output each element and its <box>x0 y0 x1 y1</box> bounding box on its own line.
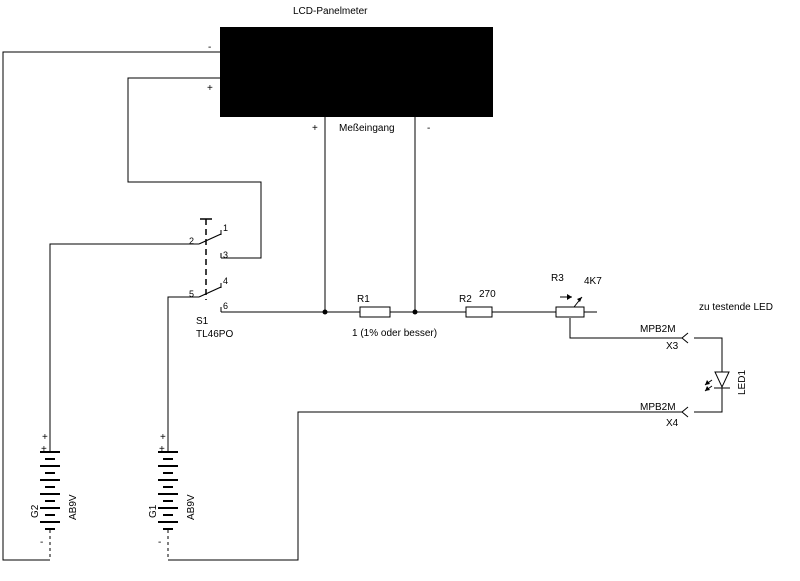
resistor-r1 <box>359 306 391 318</box>
g2-value: AB9V <box>68 494 79 520</box>
light-arrow-2-head <box>705 386 710 391</box>
r3-ref: R3 <box>551 273 564 284</box>
panel-supply-minus: - <box>208 42 211 53</box>
connector-x4-symbol <box>681 406 689 418</box>
g1-plus-inner: + <box>159 444 165 455</box>
switch-s1: 1 2 3 4 5 6 S1 TL46PO <box>189 218 233 340</box>
g1-plus-outer: + <box>160 432 166 443</box>
s1-pin-3: 3 <box>223 250 228 260</box>
s1-ref: S1 <box>196 316 209 327</box>
panel-input-minus: - <box>427 123 430 134</box>
led-triangle <box>714 371 730 389</box>
connector-x3-symbol <box>681 332 689 344</box>
x3-ref: X3 <box>666 341 679 352</box>
panel-supply-plus: + <box>207 83 213 94</box>
g2-minus: - <box>40 537 43 548</box>
g2-plus-outer: + <box>42 432 48 443</box>
resistor-r2 <box>465 306 493 318</box>
g2-ref: G2 <box>30 504 41 518</box>
g2-plus-inner: + <box>41 444 47 455</box>
junction-dot <box>412 309 418 315</box>
panel-input-plus: + <box>312 123 318 134</box>
g1-minus: - <box>158 537 161 548</box>
r1-value: 1 (1% oder besser) <box>352 328 437 339</box>
led-ref: LED1 <box>737 370 748 395</box>
junction-dot <box>322 309 328 315</box>
s1-part: TL46PO <box>196 329 233 340</box>
led-symbol <box>704 371 730 392</box>
s1-pin-5: 5 <box>189 289 194 299</box>
g1-ref: G1 <box>148 504 159 518</box>
wiper-arrow-head <box>567 294 572 300</box>
r2-ref: R2 <box>459 294 472 305</box>
r1-ref: R1 <box>357 294 370 305</box>
wire-panel-minus-to-g2 <box>2 51 220 561</box>
wire-s1-2-to-g2 <box>49 243 199 442</box>
potentiometer-r3 <box>555 294 585 318</box>
panel-meter-title: LCD-Panelmeter <box>293 6 368 17</box>
s1-pin-4: 4 <box>223 276 228 286</box>
panel-input-label: Meßeingang <box>339 123 395 134</box>
switch-contact-lower <box>198 286 222 298</box>
potentiometer-body <box>555 306 585 318</box>
r3-value: 4K7 <box>584 276 602 287</box>
wire-s1-5-to-g1 <box>167 296 199 442</box>
switch-contact-upper <box>198 233 222 245</box>
battery-g2 <box>40 442 60 560</box>
x3-part: MPB2M <box>640 324 676 335</box>
s1-pin-6: 6 <box>223 301 228 311</box>
x4-part: MPB2M <box>640 402 676 413</box>
led-caption: zu testende LED <box>699 302 773 313</box>
light-arrow-1-head <box>705 380 710 385</box>
wire-r3-to-x3 <box>569 318 682 339</box>
battery-g1 <box>158 442 178 560</box>
wire-x4-to-g1 <box>168 411 682 561</box>
x4-ref: X4 <box>666 418 679 429</box>
adjust-mark-head <box>577 297 582 302</box>
s1-pin-2: 2 <box>189 236 194 246</box>
panel-meter-body <box>220 27 493 117</box>
s1-pin-1: 1 <box>223 223 228 233</box>
r2-value: 270 <box>479 289 496 300</box>
wire-panel-plus-to-s1-3 <box>127 77 262 259</box>
g1-value: AB9V <box>186 494 197 520</box>
